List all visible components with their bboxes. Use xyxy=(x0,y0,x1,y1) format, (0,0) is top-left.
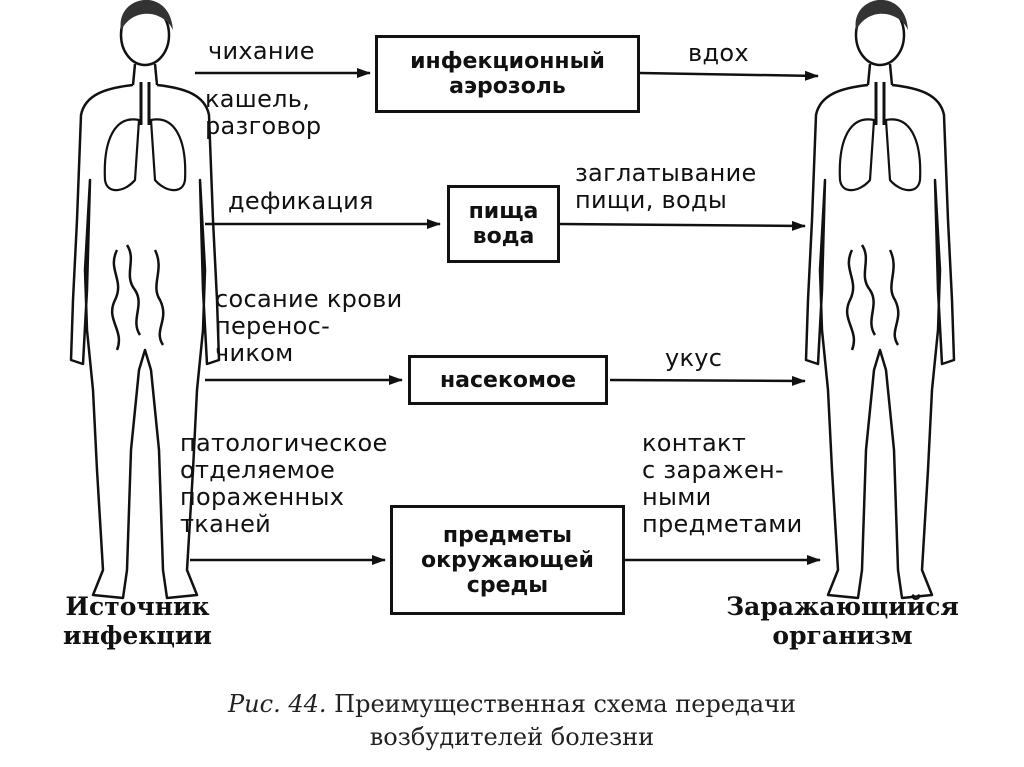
route4-box: предметы окружающей среды xyxy=(390,505,625,615)
caption-line1: Преимущественная схема передачи xyxy=(334,690,796,718)
target-label: Заражающийся организм xyxy=(726,592,959,650)
source-label: Источник инфекции xyxy=(63,592,212,650)
route4-target-label: контакт с заражен- ными предметами xyxy=(642,429,803,538)
figure-caption: Рис. 44. Преимущественная схема передачи… xyxy=(0,688,1024,754)
route2-box: пища вода xyxy=(447,185,560,263)
route3-source-label: сосание крови перенос- чиком xyxy=(215,285,403,367)
route3-box: насекомое xyxy=(408,355,608,405)
caption-line2: возбудителей болезни xyxy=(369,723,655,751)
route2-target-label: заглатывание пищи, воды xyxy=(575,159,757,214)
arrow-route2-out xyxy=(559,220,806,231)
arrow-route3-out xyxy=(609,375,806,386)
route1-source-label: чихание xyxy=(208,37,315,65)
route2-source-label: дефикация xyxy=(228,187,374,215)
caption-prefix: Рис. 44. xyxy=(228,690,327,718)
infected-person-figure xyxy=(804,0,956,600)
route1-source-extra-label: кашель, разговор xyxy=(205,85,322,140)
route3-target-label: укус xyxy=(665,344,723,372)
route1-box: инфекционный аэрозоль xyxy=(375,35,640,113)
arrow-route1-out xyxy=(639,70,819,81)
route4-source-label: патологическое отделяемое пораженных тка… xyxy=(180,429,388,538)
route1-target-label: вдох xyxy=(688,39,749,67)
